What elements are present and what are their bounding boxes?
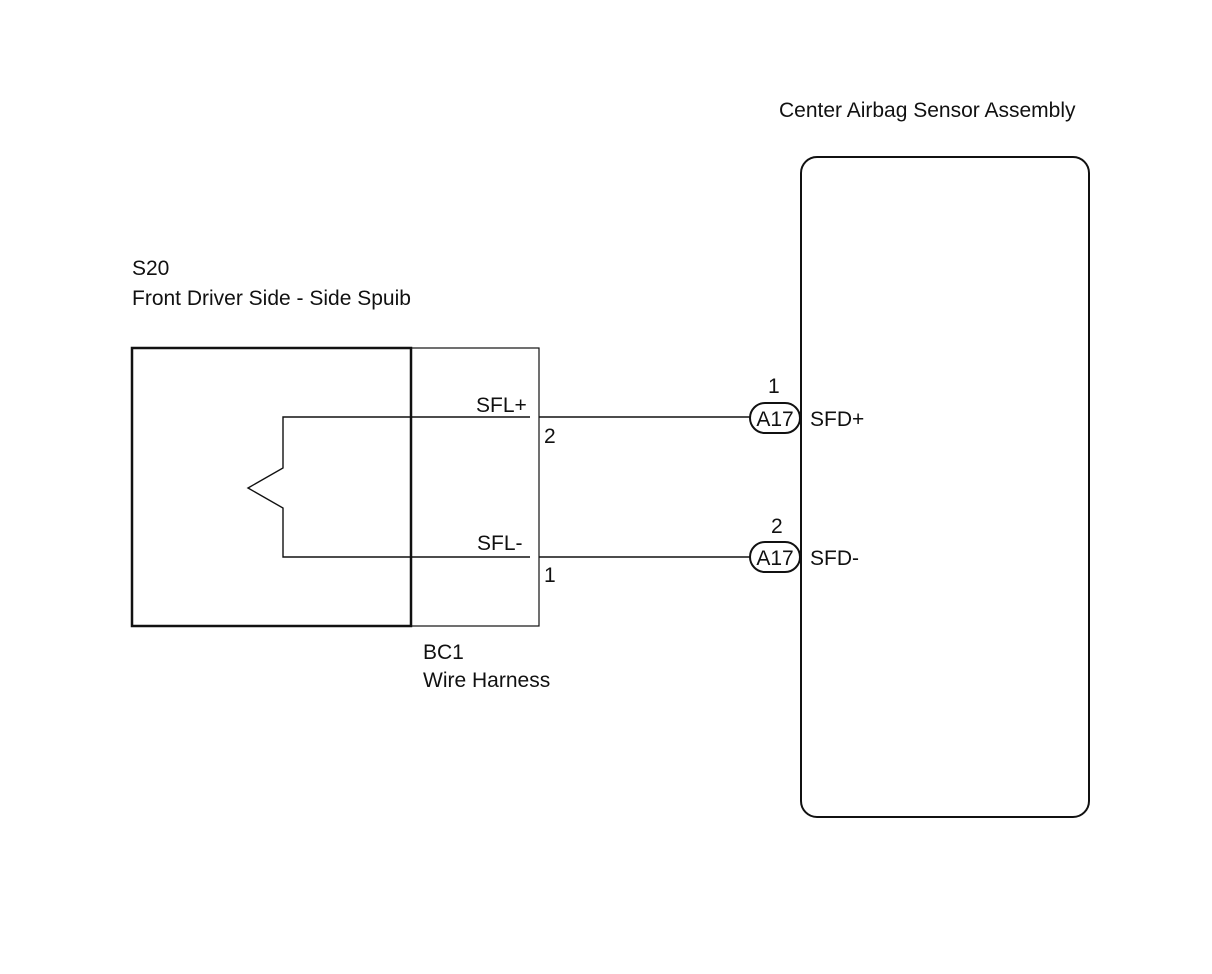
squib-code: S20 bbox=[132, 257, 169, 280]
sensor-terminal-pos: SFD+ bbox=[810, 408, 864, 431]
sensor-terminal-neg: SFD- bbox=[810, 547, 859, 570]
harness-code: BC1 bbox=[423, 641, 464, 664]
sensor-title: Center Airbag Sensor Assembly bbox=[779, 99, 1076, 122]
connector-pos-badge bbox=[749, 402, 801, 434]
connector-neg-code: A17 bbox=[756, 547, 793, 570]
connector-neg-pin-number: 2 bbox=[771, 515, 783, 538]
harness-pin-1-number: 1 bbox=[544, 564, 556, 587]
squib-name: Front Driver Side - Side Spuib bbox=[132, 287, 411, 310]
squib-box bbox=[130, 346, 413, 628]
squib-element-symbol bbox=[246, 416, 530, 558]
harness-name: Wire Harness bbox=[423, 669, 550, 692]
squib-pin-neg-label: SFL- bbox=[477, 532, 523, 555]
connector-pos-pin-number: 1 bbox=[768, 375, 780, 398]
squib-pin-pos-label: SFL+ bbox=[476, 394, 527, 417]
sensor-assembly-box bbox=[800, 156, 1090, 818]
connector-pos-code: A17 bbox=[756, 408, 793, 431]
connector-neg-badge bbox=[749, 541, 801, 573]
harness-connector-box bbox=[410, 347, 540, 627]
harness-pin-2-number: 2 bbox=[544, 425, 556, 448]
